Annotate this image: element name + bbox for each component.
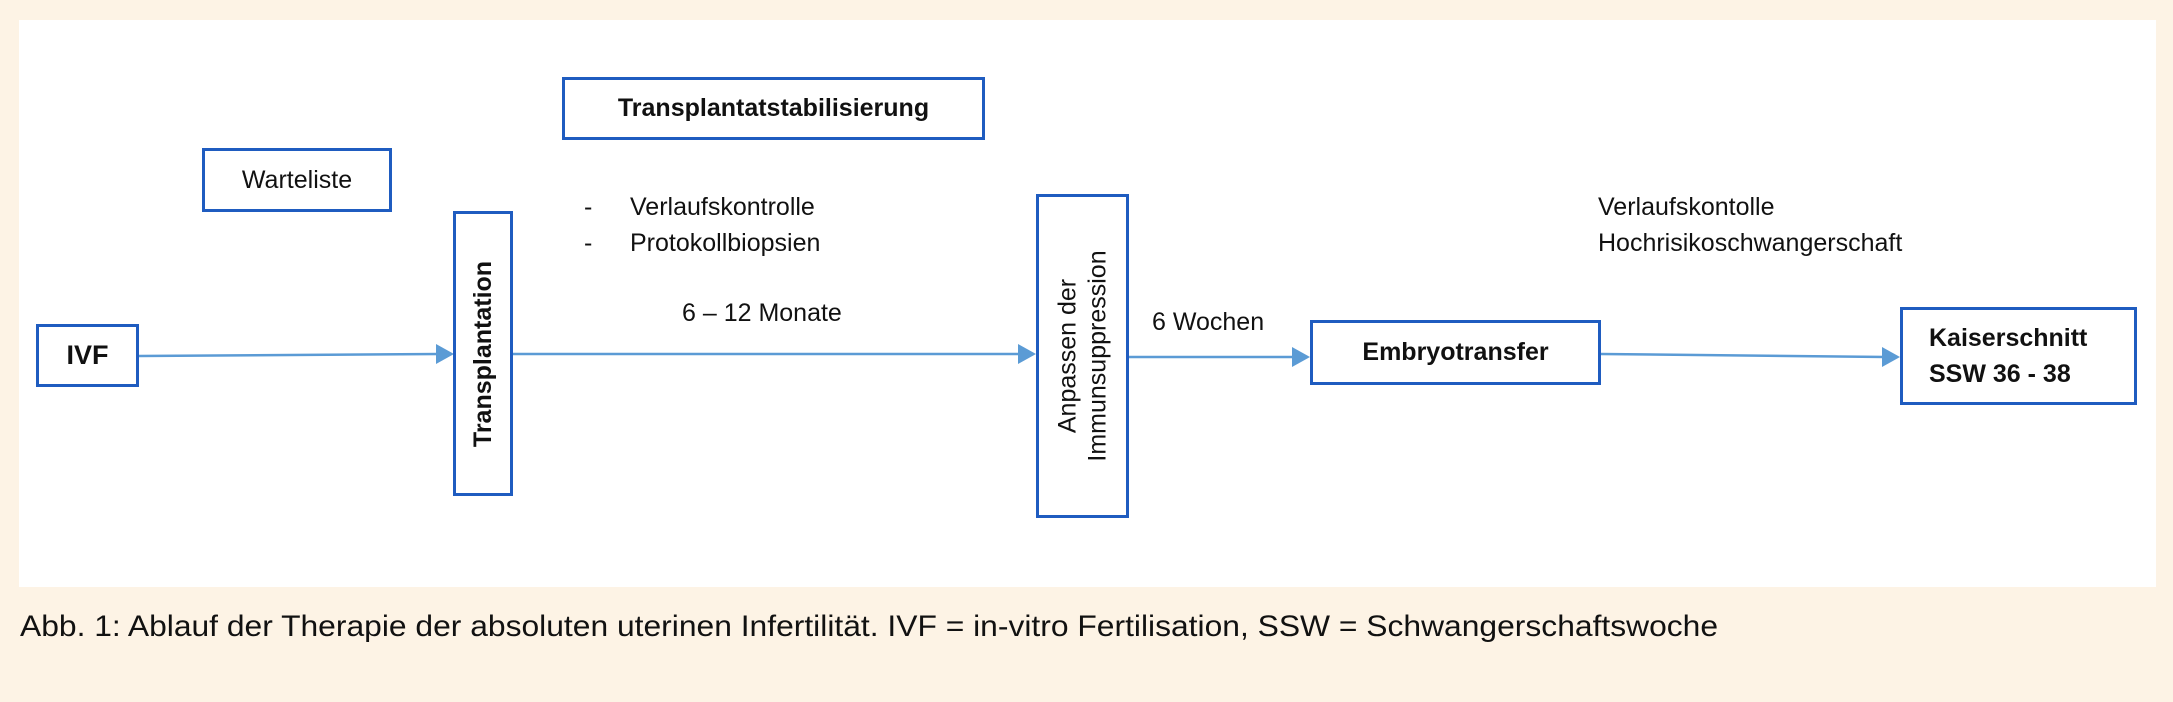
node-ivf: IVF: [36, 324, 139, 387]
arrow-embryotransfer-to-kaiserschnitt: [1600, 347, 1900, 367]
node-anpassen-label-line2: Immunsuppression: [1083, 250, 1112, 462]
arrow-anpassen-to-embryotransfer: [1129, 347, 1310, 367]
node-kaiserschnitt: Kaiserschnitt SSW 36 - 38: [1900, 307, 2137, 405]
node-transplantation-label: Transplantation: [469, 260, 498, 447]
stabilisierung-item-2: Protokollbiopsien: [630, 229, 821, 257]
node-anpassen-label: Anpassen der Immunsuppression: [1053, 250, 1113, 461]
node-kaiserschnitt-line2: SSW 36 - 38: [1929, 360, 2071, 388]
node-warteliste-label: Warteliste: [241, 165, 353, 194]
node-embryotransfer-label: Embryotransfer: [1362, 338, 1549, 366]
node-anpassen-label-line1: Anpassen der: [1053, 278, 1082, 434]
duration-label-months: 6 – 12 Monate: [682, 299, 842, 327]
stabilisierung-item-bullet-1: -: [584, 193, 593, 221]
arrow-transplantation-to-anpassen: [513, 344, 1036, 364]
node-embryotransfer: Embryotransfer: [1310, 320, 1601, 385]
figure-caption: Abb. 1: Ablauf der Therapie der absolute…: [20, 610, 1719, 643]
arrow-ivf-to-transplantation: [138, 344, 454, 364]
node-transplantatstabilisierung: Transplantatstabilisierung: [562, 77, 985, 140]
pregnancy-note-line2: Hochrisikoschwangerschaft: [1598, 229, 1903, 257]
node-ivf-label: IVF: [66, 340, 109, 370]
pregnancy-note-line1: Verlaufskontolle: [1598, 193, 1775, 221]
duration-label-weeks: 6 Wochen: [1152, 308, 1265, 336]
node-anpassen-immunsuppression: Anpassen der Immunsuppression: [1036, 194, 1129, 518]
stabilisierung-item-bullet-2: -: [584, 229, 593, 257]
node-stabilisierung-label: Transplantatstabilisierung: [617, 94, 930, 122]
node-warteliste: Warteliste: [202, 148, 392, 212]
node-transplantation: Transplantation: [453, 211, 513, 496]
node-kaiserschnitt-line1: Kaiserschnitt: [1929, 324, 2088, 352]
stabilisierung-item-1: Verlaufskontrolle: [630, 193, 815, 221]
